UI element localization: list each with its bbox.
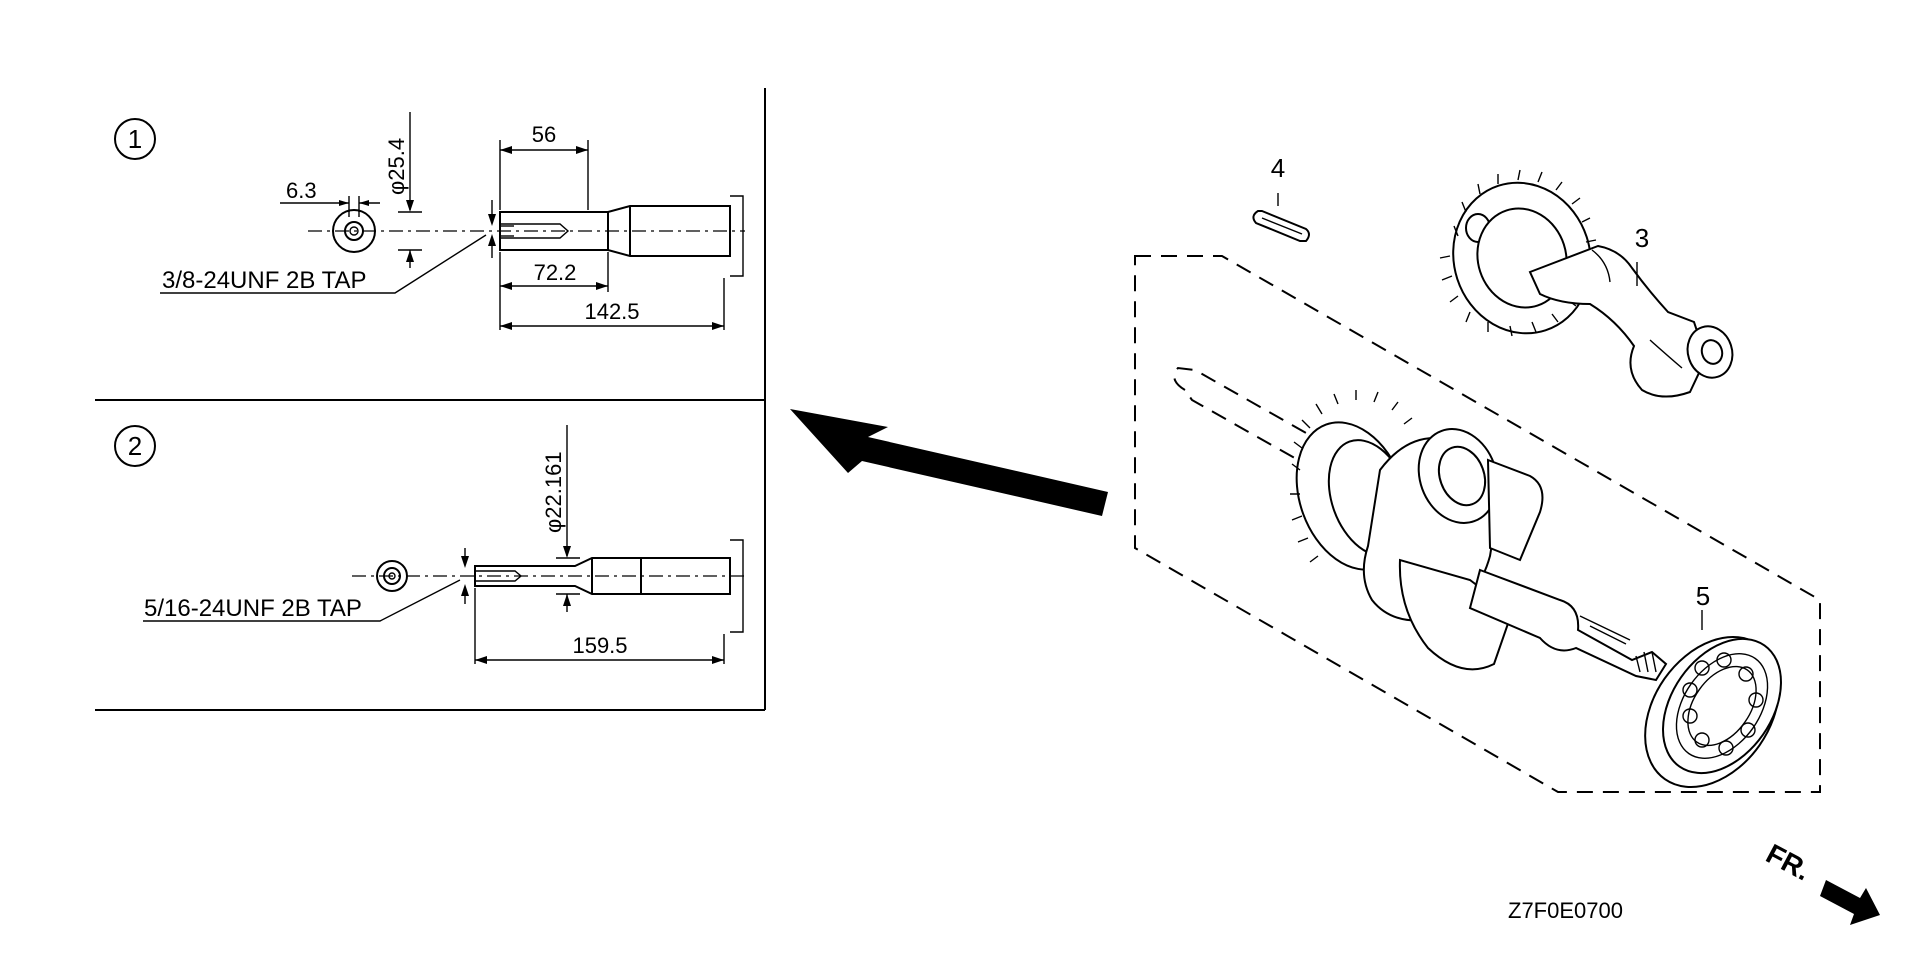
variant-1-from-end: 72.2 xyxy=(534,260,577,285)
variant-2-number-circle xyxy=(114,425,156,467)
bearing-part xyxy=(1644,636,1782,788)
variant-2-number: 2 xyxy=(128,431,142,461)
variant-2-shaft-side-view xyxy=(474,539,744,633)
variant-1-keyway-width: 6.3 xyxy=(286,178,317,203)
variant-1-number: 1 xyxy=(128,124,142,154)
variant-2-tap-label: 5/16-24UNF 2B TAP xyxy=(144,595,362,622)
variant-1-tap-label: 3/8-24UNF 2B TAP xyxy=(162,267,367,294)
front-direction-arrow xyxy=(1820,880,1880,925)
callout-key: 4 xyxy=(1271,153,1285,183)
variant-1-diameter: φ25.4 xyxy=(384,138,409,195)
variant-1-drawing: 1 6.3 φ25.4 xyxy=(114,112,745,330)
camshaft-part xyxy=(1439,169,1734,398)
front-direction-marker: FR. xyxy=(1761,838,1880,925)
variant-2-drawing: 2 φ22.161 159.5 xyxy=(114,425,745,664)
crankshaft-part xyxy=(1173,366,1668,682)
variant-2-diameter: φ22.161 xyxy=(541,451,566,533)
variant-1-total-length: 142.5 xyxy=(584,299,639,324)
key-part xyxy=(1252,193,1310,242)
variant-2-total-length: 159.5 xyxy=(572,633,627,658)
variant-1-key-length: 56 xyxy=(532,122,556,147)
callout-camshaft: 3 xyxy=(1635,223,1649,253)
diagram-code: Z7F0E0700 xyxy=(1508,898,1623,923)
variant-inset-frame xyxy=(95,88,766,711)
callout-bearing: 5 xyxy=(1696,581,1710,611)
variant-1-number-circle xyxy=(114,118,156,160)
assembly-boundary xyxy=(1134,255,1821,793)
inset-pointer-arrow xyxy=(790,409,1108,516)
front-direction-label: FR. xyxy=(1761,838,1815,887)
variant-1-shaft-side-view xyxy=(499,195,744,277)
